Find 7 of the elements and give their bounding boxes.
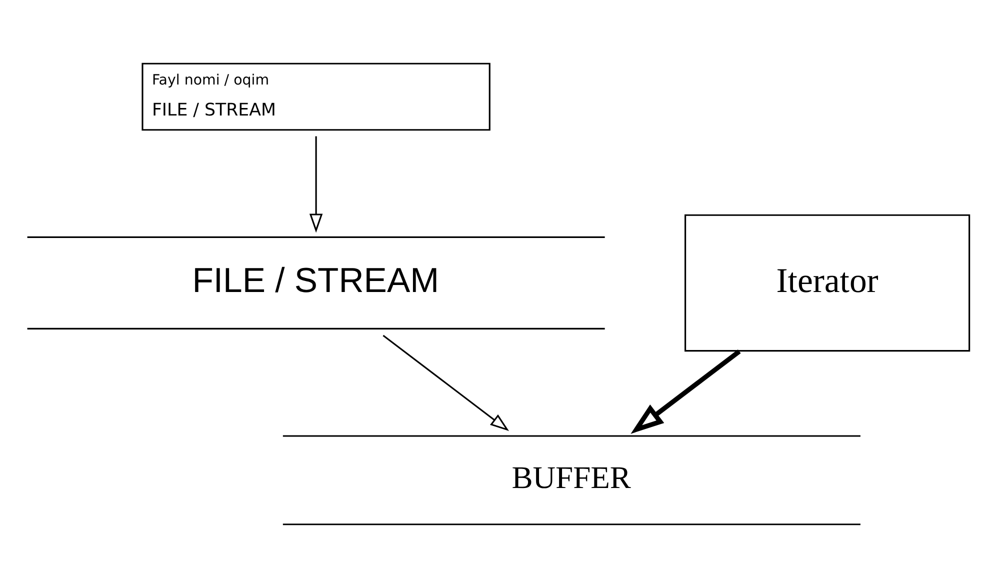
node-box: Iterator	[684, 214, 970, 352]
arrow	[630, 348, 741, 434]
node-text: BUFFER	[512, 460, 631, 495]
arrow	[309, 136, 323, 232]
node-box: Fayl nomi / oqim FILE / STREAM	[142, 62, 490, 130]
node-text: FILE / STREAM	[192, 261, 440, 300]
arrow	[382, 334, 510, 431]
